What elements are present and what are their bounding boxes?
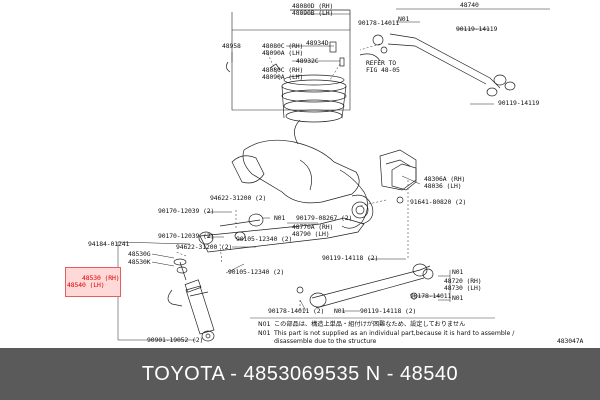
label-48080d-48090b: 48080D (RH) 48090B (LH) (292, 2, 334, 17)
label-48932c: 48932C (296, 57, 319, 65)
label-90119-14118-b: 90119-14118 (2) (360, 307, 417, 315)
label-90179-08267: 90179-08267 (2) (296, 214, 353, 222)
label-90119-14119-a: 90119-14119 (456, 25, 498, 33)
label-90170-12039-b: 90170-12039 (2) (158, 232, 215, 240)
label-90105-12340-a: 90105-12340 (2) (236, 235, 293, 243)
label-48530-48540-text: 48530 (RH) 48540 (LH) (67, 274, 120, 289)
diagram-drawing (107, 8, 550, 342)
label-94184-01241: 94184-01241 (88, 240, 130, 248)
label-90178-14011-c: 90178-14011 (2) (268, 307, 325, 315)
label-48720-48730: 48720 (RH) 48730 (LH) (444, 277, 482, 292)
note-text-ja: この部品は、構造上単品・組付けが困難なため、設定しておりません (274, 321, 466, 328)
label-48080c-48090a-top: 48080C (RH) 48090A (LH) (262, 42, 304, 57)
label-48080c-48090a-bottom: 48080C (RH) 48090A (LH) (262, 66, 304, 81)
label-48740: 48740 (460, 1, 479, 9)
label-refer-fig: REFER TO FIG 48-05 (366, 59, 400, 74)
label-n01-right2: N01 (452, 294, 464, 302)
note-text-en: This part is not supplied as an individu… (274, 330, 515, 345)
note-code-ja: N01 (258, 321, 271, 328)
label-90901-19052: 90901-19052 (2) (147, 336, 204, 344)
label-90105-12340-b: 90105-12340 (2) (228, 268, 285, 276)
note-code-en: N01 (258, 330, 271, 337)
label-48934d: 48934D (306, 39, 329, 47)
label-94622-31200-a: 94622-31200 (2) (210, 194, 267, 202)
parts-diagram: 48080D (RH) 48090B (LH) 48958 48080C (RH… (65, 1, 584, 345)
label-94622-31200-b: 94622-31200 (2) (176, 243, 233, 251)
label-48530k: 48530K (128, 258, 151, 266)
label-48530g: 48530G (128, 250, 151, 258)
label-90119-14118-a: 90119-14118 (2) (322, 254, 379, 262)
label-90119-14119-b: 90119-14119 (498, 99, 540, 107)
footer-bar: TOYOTA - 4853069535 N - 48540 (0, 348, 600, 400)
label-n01-mid: N01 (274, 214, 286, 222)
label-48530-48540: 48530 (RH) 48540 (LH) (65, 267, 122, 297)
label-48306a-48036: 48306A (RH) 48036 (LH) (424, 175, 466, 190)
label-90178-14011-b: 90178-14011 (410, 292, 452, 300)
figure-code: 483047A (557, 337, 584, 345)
label-90170-12039-a: 90170-12039 (2) (158, 207, 215, 215)
label-48770a-48790: 48770A (RH) 48790 (LH) (292, 223, 334, 238)
label-n01-top: N01 (398, 15, 410, 23)
label-n01-right: N01 (452, 268, 464, 276)
footer-part-number: TOYOTA - 4853069535 N - 48540 (141, 362, 459, 385)
label-90178-14011-top: 90178-14011 (358, 19, 400, 27)
label-91641-80820: 91641-80820 (2) (410, 198, 467, 206)
label-48958: 48958 (222, 42, 241, 50)
label-n01-bottom: N01 (334, 307, 346, 315)
